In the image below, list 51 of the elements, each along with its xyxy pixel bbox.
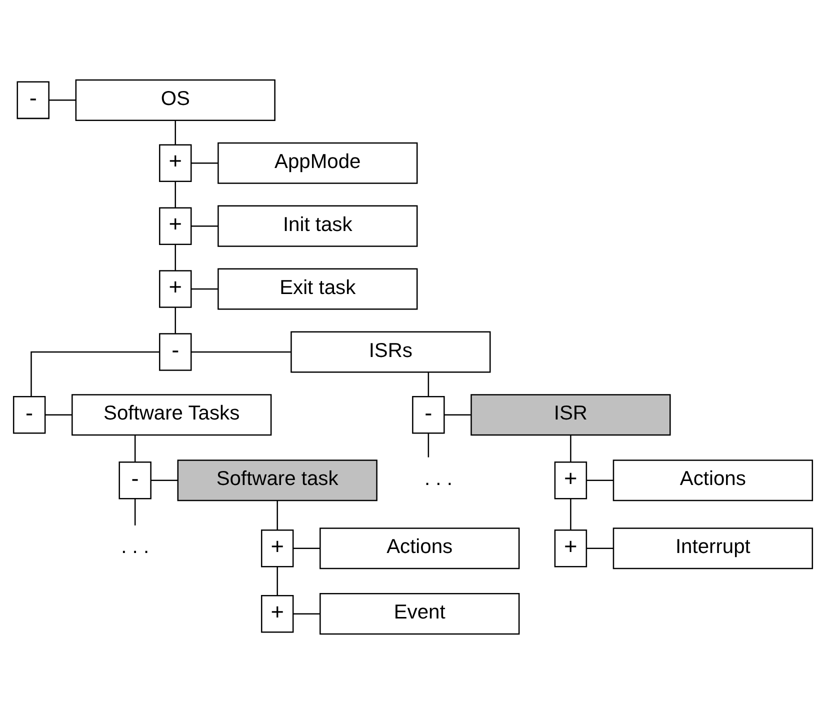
connector: [570, 498, 572, 530]
connector: [586, 479, 614, 480]
connector: [150, 479, 178, 480]
connector: [276, 566, 278, 595]
connector: [276, 500, 278, 530]
connector: [191, 288, 218, 290]
node-box: +: [159, 270, 192, 308]
connector: [444, 414, 471, 416]
connector: [174, 307, 176, 333]
connector: [570, 434, 572, 462]
node-box: -: [16, 80, 50, 119]
connector: [191, 162, 218, 164]
connector: [174, 181, 176, 207]
connector: [45, 414, 72, 416]
node-box: +: [554, 528, 588, 567]
node-box: ISR: [470, 394, 671, 436]
connector: [174, 120, 176, 144]
connector: [191, 224, 218, 226]
connector: [48, 99, 76, 100]
node-box: Event: [320, 592, 520, 634]
node-box: -: [118, 461, 152, 499]
connector: [293, 547, 320, 548]
node-box: AppMode: [218, 142, 418, 184]
node-box: ISRs: [290, 330, 491, 372]
node-box: Actions: [320, 527, 520, 569]
node-box: Software Tasks: [72, 394, 272, 436]
connector: [134, 498, 136, 525]
node-box: +: [159, 144, 192, 182]
node-box: Init task: [218, 204, 418, 246]
connector: [30, 350, 160, 396]
node-box: -: [159, 332, 192, 370]
node-box: -: [412, 396, 445, 434]
node-box: Software task: [177, 459, 378, 501]
node-box: OS: [75, 78, 276, 120]
connector: [293, 612, 320, 614]
connector: [428, 433, 430, 457]
connector: [586, 547, 614, 548]
node-box: +: [159, 206, 192, 244]
node-box: +: [260, 528, 294, 567]
node-box: Actions: [612, 459, 814, 501]
connector: [174, 244, 176, 270]
node-box: Exit task: [218, 268, 418, 310]
node-text: . . .: [121, 536, 150, 558]
connector: [191, 350, 291, 352]
connector: [428, 372, 430, 396]
node-box: Interrupt: [612, 527, 814, 569]
node-box: +: [554, 461, 588, 499]
node-box: +: [260, 594, 294, 632]
node-text: . . .: [424, 468, 452, 490]
connector: [134, 434, 136, 462]
node-box: -: [12, 396, 46, 434]
